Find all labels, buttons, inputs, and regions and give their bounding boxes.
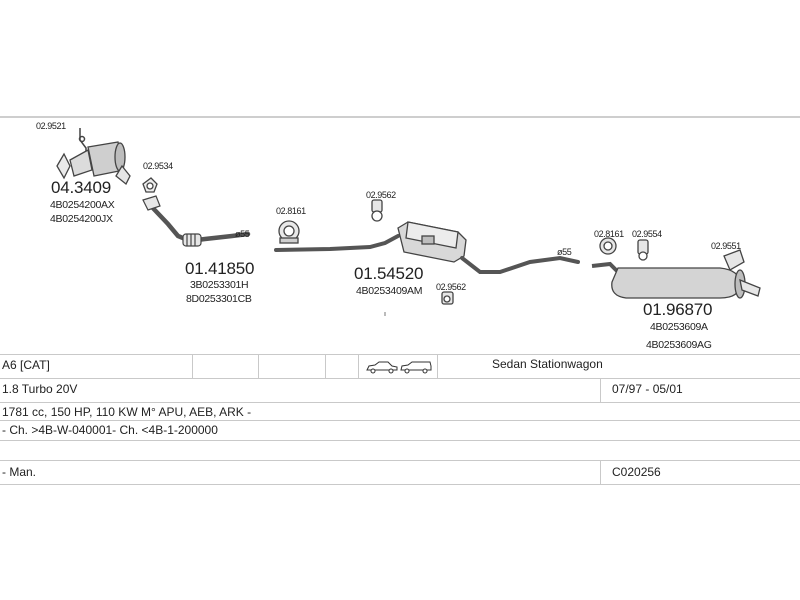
table-row-divider [0,402,800,403]
middle-muffler-drawing [397,221,467,263]
vehicle-transmission: - Man. [2,465,37,479]
table-row-divider [0,460,800,461]
rear-mount-02-9554-label: 02.9554 [632,229,662,239]
table-row-divider [0,354,800,355]
rear-pipe-drawing [460,255,580,274]
mount-02-9562-bottom-drawing [441,291,454,305]
mount-02-9521-label: 02.9521 [36,121,66,131]
vehicle-engine: 1.8 Turbo 20V [2,382,78,396]
vehicle-years: 07/97 - 05/01 [612,382,683,396]
body-icons [366,361,432,374]
mount-02-9534-label: 02.9534 [143,161,173,171]
rear-muffler-oem-1: 4B0253609A [650,321,708,333]
catalyst-drawing [56,141,131,186]
table-row-divider [0,484,800,485]
middle-muffler-part-number: 01.54520 [354,264,424,283]
clamp-02-8161-drawing [278,220,300,244]
rear-clamps-drawing [599,237,745,271]
sedan-icon [366,361,398,374]
table-row-divider [0,420,800,421]
vehicle-chassis: - Ch. >4B-W-040001- Ch. <4B-1-200000 [2,423,218,437]
catalyst-part-number: 04.3409 [51,178,112,197]
vehicle-body: Sedan Stationwagon [492,357,603,371]
rear-clamp-02-8161-label: 02.8161 [594,229,624,239]
rear-muffler-part-number: 01.96870 [643,300,713,319]
mount-02-9562-bottom-label: 02.9562 [436,282,466,292]
table-row-divider [0,440,800,441]
mount-02-9562-top-drawing [371,199,383,222]
vehicle-model: A6 [CAT] [2,358,50,372]
stationwagon-icon [400,361,432,374]
middle-muffler-oem-1: 4B0253409AM [356,285,423,297]
catalyst-oem-1: 4B0254200AX [50,199,115,211]
mount-02-9562-top-label: 02.9562 [366,190,396,200]
table-row-divider [0,378,800,379]
catalyst-oem-2: 4B0254200JX [50,213,113,225]
clamp-02-8161-label: 02.8161 [276,206,306,216]
front-pipe-oem-2: 8D0253301CB [186,293,252,305]
front-pipe-oem-1: 3B0253301H [190,279,249,291]
vehicle-specs: 1781 cc, 150 HP, 110 KW M° APU, AEB, ARK… [2,405,252,419]
diameter-label-1: ø55 [235,229,250,239]
vehicle-code: C020256 [612,465,661,479]
diameter-label-2: ø55 [557,247,572,257]
front-pipe-part-number: 01.41850 [185,259,255,278]
rear-muffler-drawing [591,261,761,299]
rear-muffler-oem-2: 4B0253609AG [646,339,712,351]
rear-mount-02-9551-label: 02.9551 [711,241,741,251]
middle-pipe-drawing [274,234,400,252]
front-pipe-flex [142,195,202,247]
mount-02-9534-drawing [142,177,158,193]
